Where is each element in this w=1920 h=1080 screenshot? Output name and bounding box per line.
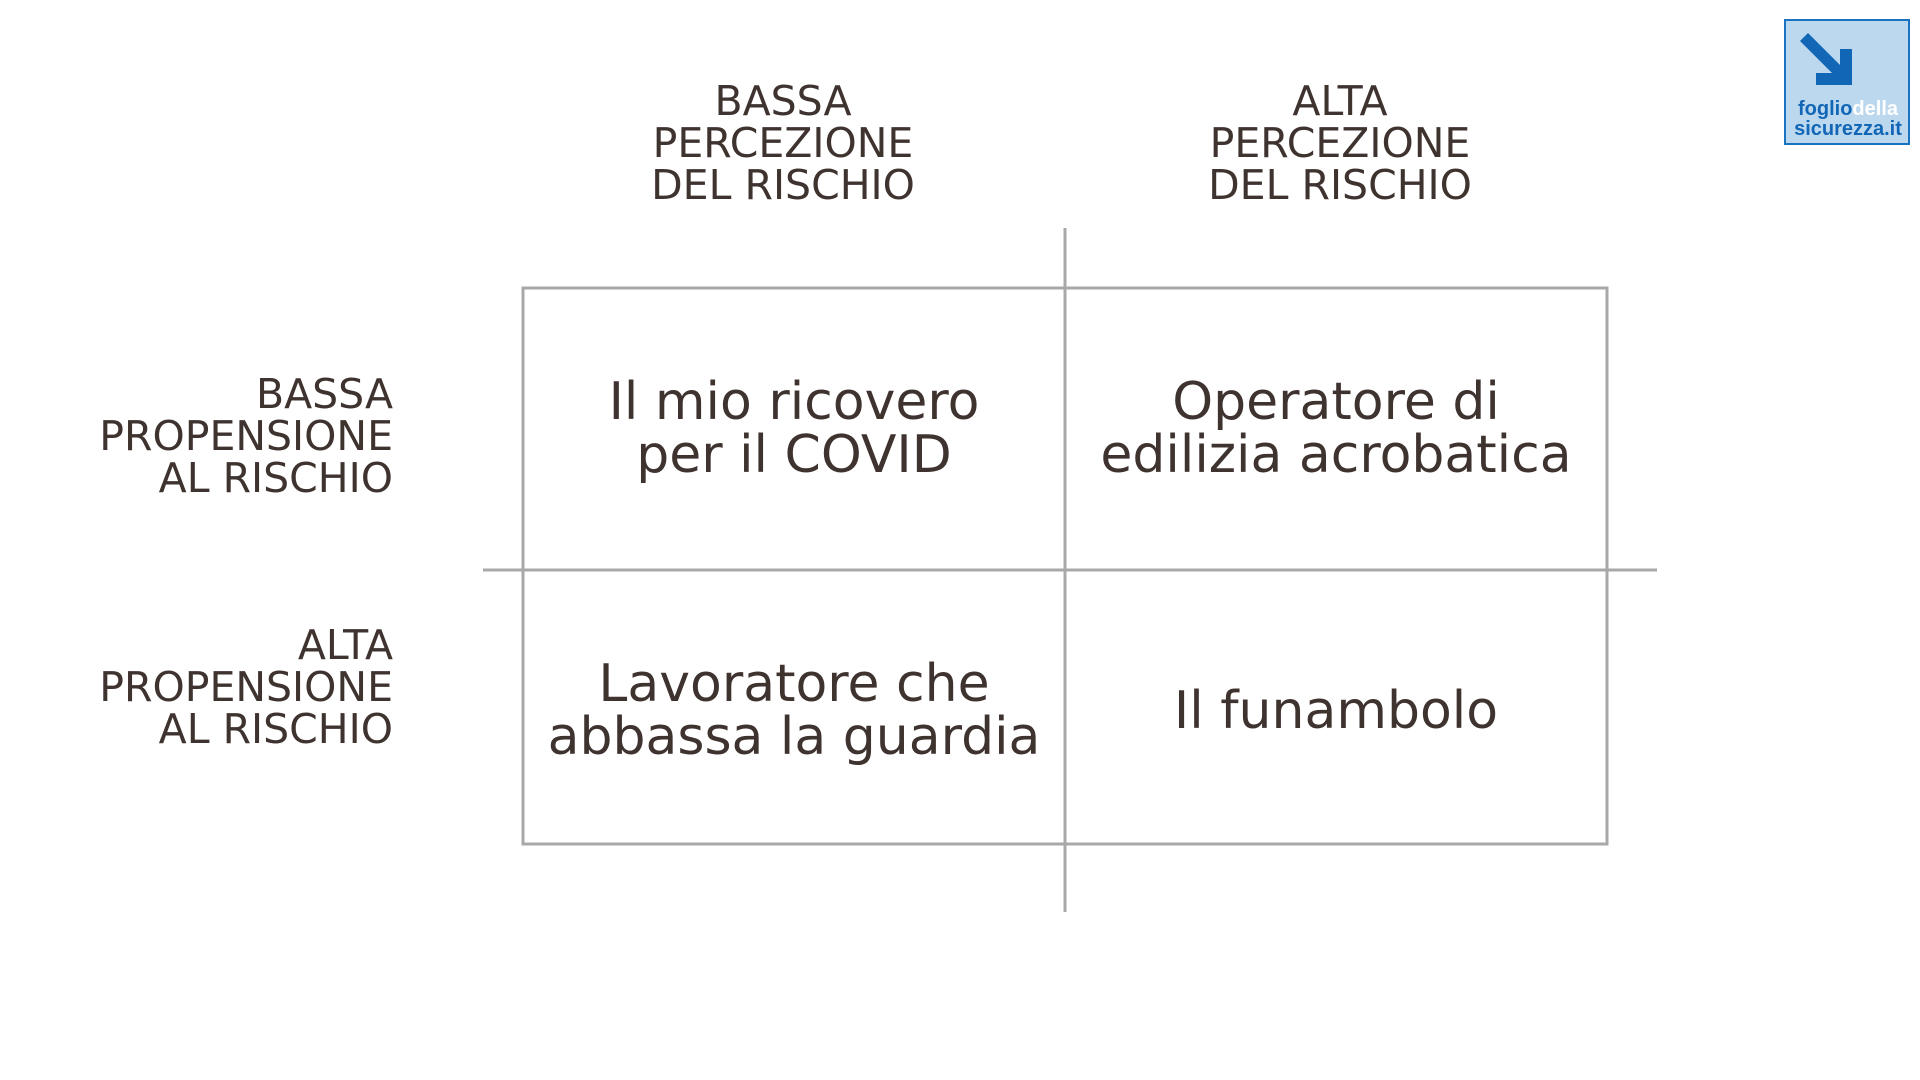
quadrant-high-propensity-low-perception: Lavoratore che abbassa la guardia: [523, 570, 1065, 852]
quadrant-text-line: abbassa la guardia: [547, 707, 1041, 767]
quadrant-text-line: Lavoratore che: [598, 654, 990, 714]
logo-text-sicurezza: sicurezza.it: [1794, 118, 1902, 140]
column-header-low-perception: BASSA PERCEZIONE DEL RISCHIO: [573, 80, 993, 206]
row-header-line: AL RISCHIO: [158, 454, 393, 502]
column-header-line: DEL RISCHIO: [651, 161, 915, 209]
quadrant-text-line: per il COVID: [636, 425, 952, 485]
logo-text-della: della: [1852, 98, 1898, 120]
column-header-high-perception: ALTA PERCEZIONE DEL RISCHIO: [1130, 80, 1550, 206]
row-header-line: AL RISCHIO: [158, 705, 393, 753]
row-header-low-propensity: BASSA PROPENSIONE AL RISCHIO: [13, 373, 393, 499]
foglio-della-sicurezza-logo: fogliodella sicurezza.it: [1784, 19, 1910, 145]
row-header-line: PROPENSIONE: [99, 412, 393, 460]
column-header-line: PERCEZIONE: [652, 119, 914, 167]
quadrant-text-line: Il funambolo: [1173, 680, 1499, 741]
column-header-line: BASSA: [714, 77, 852, 125]
quadrant-text-line: edilizia acrobatica: [1100, 425, 1572, 485]
row-header-line: PROPENSIONE: [99, 663, 393, 711]
quadrant-low-propensity-high-perception: Operatore di edilizia acrobatica: [1065, 288, 1607, 570]
logo-text: fogliodella sicurezza.it: [1790, 99, 1906, 139]
quadrant-text-line: Operatore di: [1172, 372, 1500, 432]
quadrant-low-propensity-low-perception: Il mio ricovero per il COVID: [523, 288, 1065, 570]
row-header-line: BASSA: [255, 370, 393, 418]
quadrant-text-line: Il mio ricovero: [608, 372, 980, 432]
column-header-line: DEL RISCHIO: [1208, 161, 1472, 209]
column-header-line: PERCEZIONE: [1209, 119, 1471, 167]
quadrant-high-propensity-high-perception: Il funambolo: [1065, 570, 1607, 852]
row-header-line: ALTA: [297, 621, 393, 669]
column-header-line: ALTA: [1292, 77, 1388, 125]
row-header-high-propensity: ALTA PROPENSIONE AL RISCHIO: [13, 624, 393, 750]
logo-text-foglio: foglio: [1797, 98, 1853, 120]
arrow-down-right-icon: [1800, 33, 1852, 85]
